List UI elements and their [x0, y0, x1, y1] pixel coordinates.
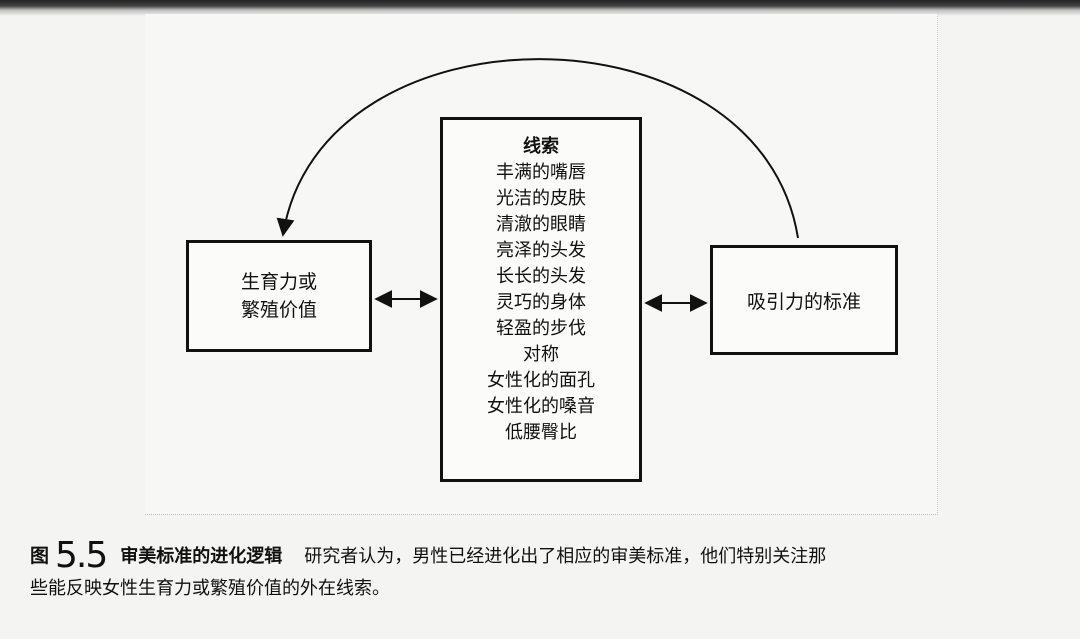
figure-label: 图: [30, 545, 50, 567]
cue-item: 女性化的嗓音: [487, 396, 595, 417]
cue-item: 清澈的眼睛: [496, 214, 586, 235]
fertility-value-box: 生育力或 繁殖价值: [186, 240, 372, 352]
attractiveness-standard-box: 吸引力的标准: [710, 245, 898, 355]
cues-list: 丰满的嘴唇 光洁的皮肤 清澈的眼睛 亮泽的头发 长长的头发 灵巧的身体 轻盈的步…: [487, 160, 595, 446]
cue-item: 对称: [523, 344, 559, 365]
fertility-box-line2: 繁殖价值: [240, 299, 317, 321]
cue-item: 轻盈的步伐: [496, 318, 586, 339]
cues-box: 线索 丰满的嘴唇 光洁的皮肤 清澈的眼睛 亮泽的头发 长长的头发 灵巧的身体 轻…: [440, 117, 642, 482]
feedback-arc-arrow: [276, 58, 799, 239]
cue-item: 亮泽的头发: [496, 240, 586, 261]
figure-title: 审美标准的进化逻辑: [120, 546, 283, 567]
cues-title: 线索: [523, 136, 559, 157]
cue-item: 长长的头发: [496, 266, 586, 287]
figure-number: 5.5: [55, 535, 108, 576]
cue-item: 女性化的面孔: [487, 370, 595, 391]
cue-item: 低腰臀比: [505, 422, 577, 443]
attractiveness-box-label: 吸引力的标准: [746, 290, 861, 313]
fertility-box-line1: 生育力或: [240, 271, 317, 293]
cue-item: 灵巧的身体: [496, 292, 586, 313]
cue-item: 光洁的皮肤: [496, 188, 586, 209]
caption-text-line2: 些能反映女性生育力或繁殖价值的外在线索。: [30, 578, 390, 599]
scan-top-edge: [0, 0, 1080, 16]
caption-text-line1: 研究者认为，男性已经进化出了相应的审美标准，他们特别关注那: [304, 546, 827, 567]
cue-item: 丰满的嘴唇: [496, 162, 586, 183]
